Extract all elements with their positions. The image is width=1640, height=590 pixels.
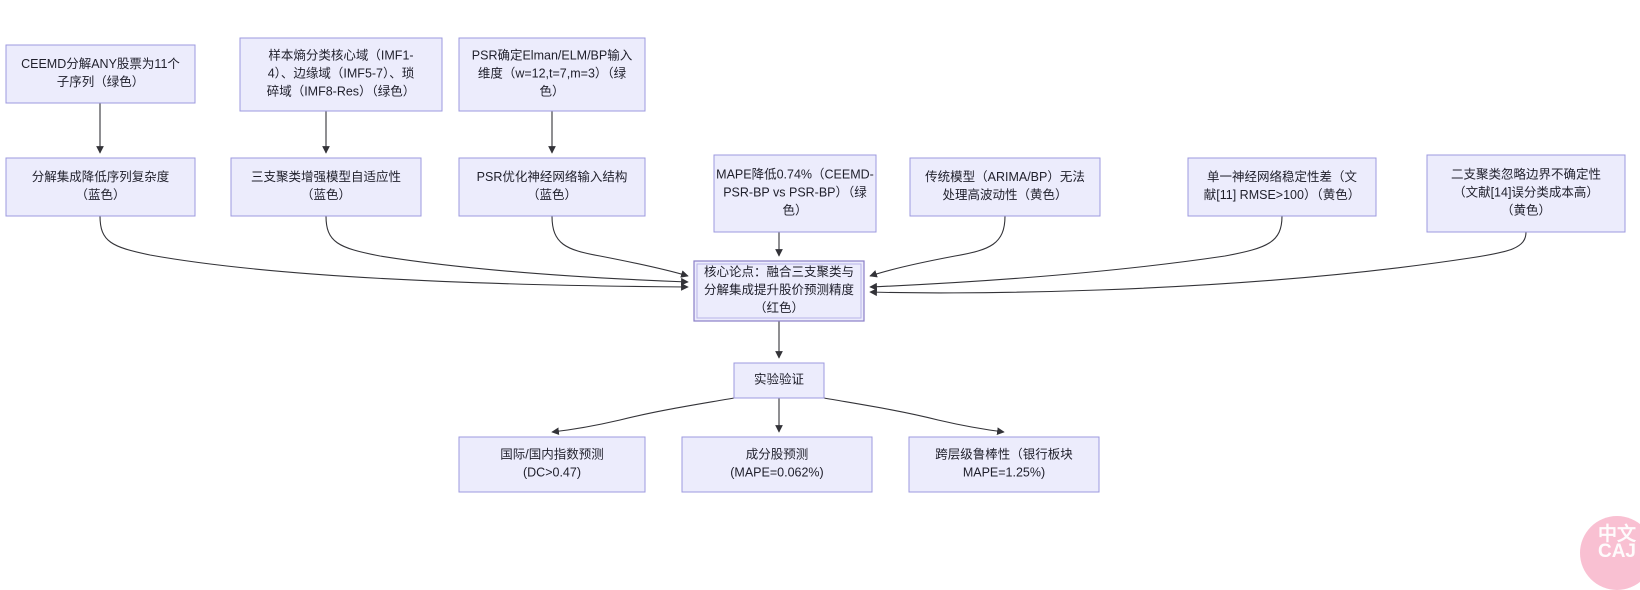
node-core-claim-label: 核心论点：融合三支聚类与分解集成提升股价预测精度（红色） <box>704 264 855 315</box>
node-validation-label: 实验验证 <box>754 372 805 387</box>
node-evidence-1[interactable]: 分解集成降低序列复杂度（蓝色） <box>5 157 196 217</box>
node-premise-3[interactable]: PSR确定Elman/ELM/BP输入维度（w=12,t=7,m=3）（绿色） <box>458 37 646 112</box>
watermark-label: 中文 CAJ <box>1597 524 1636 562</box>
node-evidence-5-label: 传统模型（ARIMA/BP）无法处理高波动性（黄色） <box>925 169 1085 202</box>
node-result-1-box <box>458 436 646 493</box>
node-evidence-7[interactable]: 二支聚类忽略边界不确定性（文献[14]误分类成本高）（黄色） <box>1426 154 1626 233</box>
node-evidence-3[interactable]: PSR优化神经网络输入结构（蓝色） <box>458 157 646 217</box>
node-result-2-label: 成分股预测(MAPE=0.062%) <box>730 448 823 480</box>
watermark-line-2: CAJ <box>1597 541 1636 562</box>
node-premise-2-label: 样本熵分类核心域（IMF1-4）、边缘域（IMF5-7）、琐碎域（IMF8-Re… <box>267 48 416 99</box>
node-premise-1-box <box>5 44 196 104</box>
edge-m1-core <box>99 215 689 291</box>
node-result-1[interactable]: 国际/国内指数预测(DC>0.47) <box>458 436 646 493</box>
node-result-2[interactable]: 成分股预测(MAPE=0.062%) <box>681 436 873 493</box>
node-premise-2[interactable]: 样本熵分类核心域（IMF1-4）、边缘域（IMF5-7）、琐碎域（IMF8-Re… <box>239 37 443 112</box>
node-core-claim[interactable]: 核心论点：融合三支聚类与分解集成提升股价预测精度（红色） <box>693 260 865 322</box>
node-layer: CEEMD分解ANY股票为11个子序列（绿色） 样本熵分类核心域（IMF1-4）、… <box>5 37 1626 493</box>
node-evidence-3-box <box>458 157 646 217</box>
node-evidence-3-label: PSR优化神经网络输入结构（蓝色） <box>477 169 628 202</box>
edge-validation-r3 <box>823 397 1005 435</box>
edge-m2-core <box>325 215 689 286</box>
node-evidence-7-box <box>1426 154 1626 233</box>
flowchart-canvas: CEEMD分解ANY股票为11个子序列（绿色） 样本熵分类核心域（IMF1-4）、… <box>5 37 1626 493</box>
node-result-1-label: 国际/国内指数预测(DC>0.47) <box>500 447 603 480</box>
node-evidence-1-box <box>5 157 196 217</box>
edge-m6-core <box>869 215 1283 291</box>
edge-validation-r1 <box>551 397 735 436</box>
node-premise-3-label: PSR确定Elman/ELM/BP输入维度（w=12,t=7,m=3）（绿色） <box>472 48 633 99</box>
node-evidence-4-label: MAPE降低0.74%（CEEMD-PSR-BP vs PSR-BP）（绿色） <box>716 168 874 218</box>
node-result-2-box <box>681 436 873 493</box>
node-result-3-box <box>908 436 1100 493</box>
node-premise-2-box <box>239 37 443 112</box>
node-evidence-6[interactable]: 单一神经网络稳定性差（文献[11] RMSE>100）（黄色） <box>1187 157 1377 217</box>
watermark-line-1: 中文 <box>1597 524 1636 545</box>
node-evidence-6-box <box>1187 157 1377 217</box>
node-evidence-5[interactable]: 传统模型（ARIMA/BP）无法处理高波动性（黄色） <box>909 157 1101 217</box>
node-evidence-5-box <box>909 157 1101 217</box>
edge-m7-core <box>869 231 1527 297</box>
node-validation[interactable]: 实验验证 <box>733 362 825 399</box>
edge-layer <box>96 103 1527 436</box>
node-core-claim-inner-box <box>696 263 862 319</box>
node-evidence-6-label: 单一神经网络稳定性差（文献[11] RMSE>100）（黄色） <box>1204 169 1360 202</box>
node-evidence-4-box <box>713 154 877 233</box>
node-evidence-7-label: 二支聚类忽略边界不确定性（文献[14]误分类成本高）（黄色） <box>1451 167 1601 218</box>
node-evidence-1-label: 分解集成降低序列复杂度（蓝色） <box>32 169 170 202</box>
node-evidence-2-label: 三支聚类增强模型自适应性（蓝色） <box>251 169 401 202</box>
node-evidence-2[interactable]: 三支聚类增强模型自适应性（蓝色） <box>230 157 422 217</box>
node-validation-box <box>733 362 825 399</box>
node-evidence-2-box <box>230 157 422 217</box>
edge-m5-core <box>869 215 1006 278</box>
node-premise-3-box <box>458 37 646 112</box>
edge-m3-core <box>551 215 689 278</box>
node-premise-1[interactable]: CEEMD分解ANY股票为11个子序列（绿色） <box>5 44 196 104</box>
node-evidence-4[interactable]: MAPE降低0.74%（CEEMD-PSR-BP vs PSR-BP）（绿色） <box>713 154 877 233</box>
node-core-claim-box <box>693 260 865 322</box>
node-premise-1-label: CEEMD分解ANY股票为11个子序列（绿色） <box>21 57 180 89</box>
